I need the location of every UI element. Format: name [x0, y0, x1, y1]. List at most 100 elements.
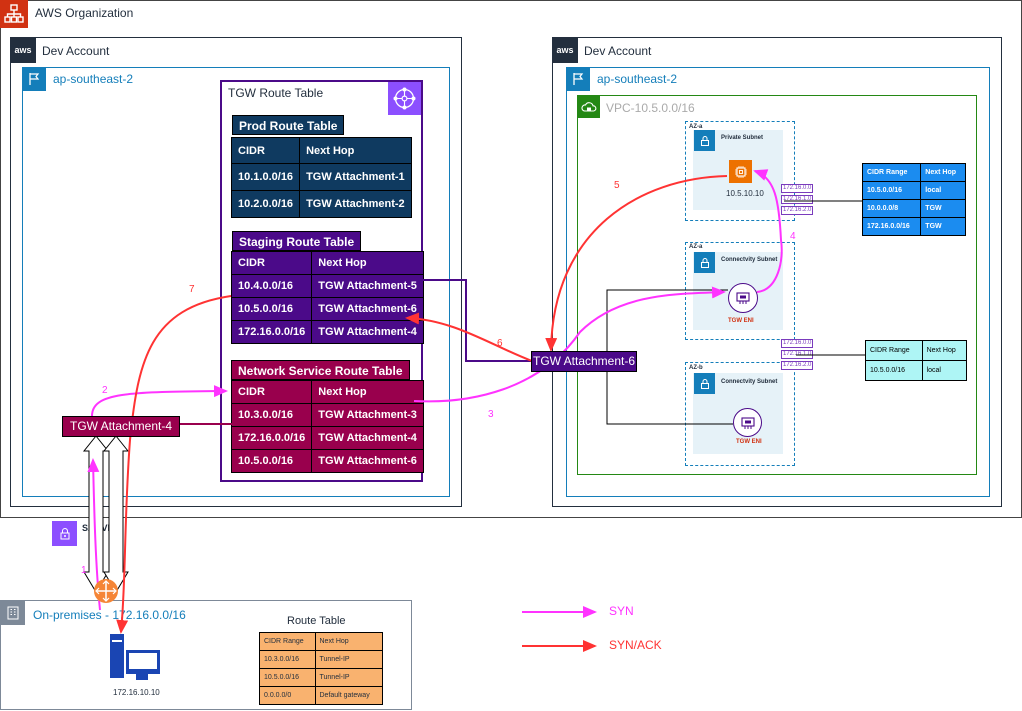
staging-route-table-title: Staging Route Table	[232, 231, 362, 251]
az-box	[685, 121, 795, 221]
step-number: 1	[81, 565, 87, 576]
cell-next-hop: Default gateway	[314, 686, 383, 705]
right-account-group	[552, 37, 1002, 507]
cell-next-hop: TGW Attachment-5	[311, 274, 424, 298]
az-label: AZ-a	[689, 124, 703, 130]
header-next-hop: Next Hop	[311, 251, 424, 275]
legend-synack-label: SYN/ACK	[609, 638, 662, 652]
cell-next-hop: TGW	[920, 217, 966, 236]
vpc-label: VPC-10.5.0.0/16	[606, 101, 695, 115]
cell-cidr: 0.0.0.0/0	[259, 686, 316, 705]
left-region-label: ap-southeast-2	[53, 72, 134, 86]
cell-cidr: 10.5.0.0/16	[230, 449, 313, 473]
tgw-attachment-6: TGW Attachment-6	[531, 351, 637, 372]
onprem-route-table-title: Route Table	[287, 615, 346, 627]
step-number: 5	[614, 180, 620, 191]
route-cidr-tag: 172.16.2.0	[781, 361, 814, 370]
right-region-group	[566, 67, 990, 497]
step-number: 3	[488, 409, 494, 420]
cell-next-hop: Tunnel-IP	[314, 668, 383, 687]
synack-flow	[116, 175, 728, 634]
tgw-attachment-4: TGW Attachment-4	[62, 416, 180, 437]
cell-cidr: 10.2.0.0/16	[230, 190, 301, 218]
header-next-hop: Next Hop	[311, 380, 424, 404]
az-box	[685, 362, 795, 466]
instance-ip: 10.5.10.10	[726, 189, 764, 198]
cell-cidr: 10.1.0.0/16	[230, 163, 301, 191]
aws-logo-icon: aws	[552, 37, 578, 63]
left-account-group	[10, 37, 462, 507]
cell-cidr: 10.5.0.0/16	[861, 181, 922, 200]
lock-icon	[694, 373, 715, 394]
route-cidr-tag: 172.16.1.0	[781, 195, 814, 204]
connector-lines	[606, 200, 865, 425]
vpc-group	[577, 95, 977, 475]
tgw-eni-label: TGW ENI	[728, 318, 754, 324]
network-interface-icon	[733, 408, 762, 437]
step-number: 7	[189, 284, 195, 295]
cell-next-hop: local	[921, 360, 968, 381]
header-next-hop: Next Hop	[314, 632, 383, 651]
tgw-route-table-title: TGW Route Table	[228, 86, 324, 100]
right-account-title: Dev Account	[584, 44, 652, 58]
corporate-building-icon	[0, 600, 25, 625]
prod-route-table-title: Prod Route Table	[232, 115, 345, 135]
legend-syn-label: SYN	[609, 604, 634, 618]
az-box	[685, 242, 795, 340]
cell-cidr: 172.16.0.0/16	[230, 320, 313, 344]
aws-logo-icon: aws	[10, 37, 36, 63]
organization-title: AWS Organization	[35, 6, 134, 20]
cell-cidr: 10.3.0.0/16	[259, 650, 316, 669]
transit-gateway-icon	[388, 82, 421, 115]
az-label: AZ-a	[689, 244, 703, 250]
onprem-title: On-premises - 172.16.0.0/16	[33, 608, 186, 622]
header-cidr: CIDR Range	[259, 632, 316, 651]
cell-next-hop: Tunnel-IP	[314, 650, 383, 669]
cell-next-hop: TGW Attachment-2	[299, 190, 412, 218]
right-region-label: ap-southeast-2	[597, 72, 678, 86]
lock-icon	[694, 130, 715, 151]
private-subnet-label: Private Subnet	[721, 135, 764, 141]
left-region-group	[22, 67, 450, 497]
organization-icon	[0, 0, 28, 28]
network-route-table-title: Network Service Route Table	[231, 360, 410, 380]
cell-next-hop: TGW Attachment-1	[299, 163, 412, 191]
client-computer-icon	[110, 634, 160, 680]
cell-cidr: 172.16.0.0/16	[861, 217, 922, 236]
onprem-group	[0, 600, 412, 710]
syn-flow	[87, 169, 783, 611]
router-icon	[94, 579, 118, 603]
cell-next-hop: TGW Attachment-3	[311, 403, 424, 427]
staging-attachment-connector	[405, 279, 533, 362]
route-cidr-tag: 172.16.2.0	[781, 206, 814, 215]
vpc-icon	[577, 95, 600, 118]
route-cidr-tag: 172.16.0.0	[781, 339, 814, 348]
cell-cidr: 10.5.0.0/16	[230, 297, 313, 321]
left-account-title: Dev Account	[42, 44, 110, 58]
host-ip: 172.16.10.10	[113, 688, 160, 697]
region-flag-icon	[22, 67, 46, 91]
step-number: 6	[497, 338, 503, 349]
